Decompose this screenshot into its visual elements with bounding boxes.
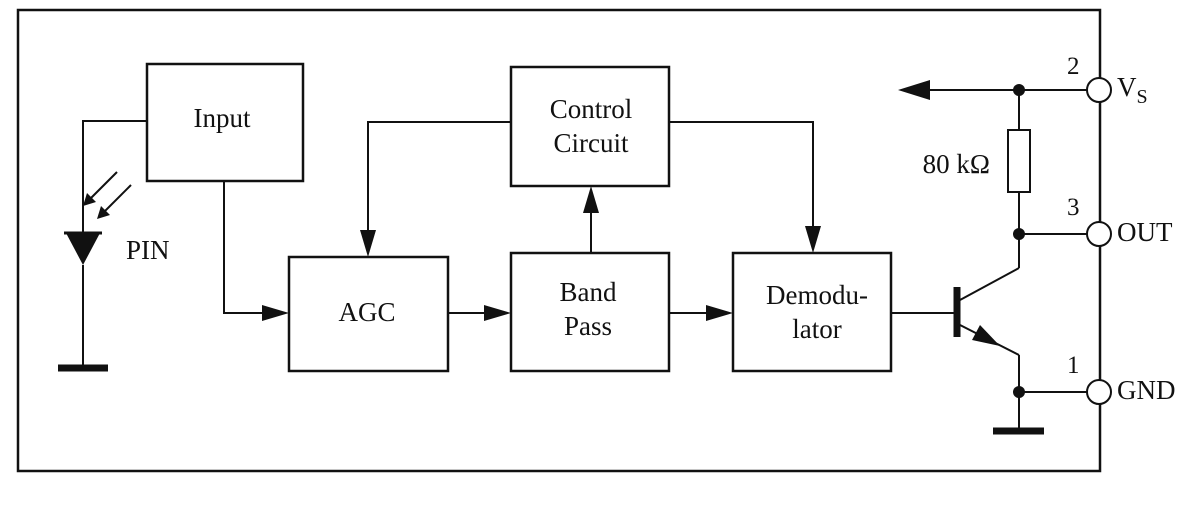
light-ray-2-head: [83, 193, 96, 206]
pin-3-number: 3: [1067, 194, 1080, 221]
control-label-line1: Control: [550, 94, 633, 124]
junction-out: [1013, 228, 1025, 240]
pin-vs-terminal: [1086, 77, 1112, 103]
control-circuit-block: [509, 65, 671, 188]
wire-control-demod: [669, 121, 814, 234]
transistor-collector: [959, 267, 1020, 301]
arrow-bandpass-control: [583, 186, 599, 213]
pin-vs-label: VS: [1117, 72, 1148, 108]
pin-gnd-terminal: [1086, 379, 1112, 405]
pin-out-terminal: [1086, 221, 1112, 247]
control-label-line2: Circuit: [554, 128, 629, 158]
bandpass-label-line2: Pass: [564, 311, 612, 341]
arrow-input-agc: [262, 305, 289, 321]
wire-input-agc: [223, 181, 270, 314]
wire-control-agc: [367, 121, 511, 238]
light-ray-1: [100, 184, 132, 216]
agc-block: [287, 255, 450, 373]
emitter-arrow: [972, 325, 1000, 346]
demodulator-block: [731, 251, 893, 373]
arrow-control-demod: [805, 226, 821, 253]
pin-1-number: 1: [1067, 352, 1080, 379]
light-ray-1-head: [97, 206, 110, 219]
arrow-bandpass-demod: [706, 305, 733, 321]
arrow-agc-bandpass: [484, 305, 511, 321]
resistor-label: 80 kΩ: [923, 149, 990, 179]
demod-label-line2: lator: [792, 314, 841, 344]
junction-gnd: [1013, 386, 1025, 398]
photodiode-icon: [66, 233, 100, 265]
junction-vs: [1013, 84, 1025, 96]
resistor: [1007, 129, 1031, 193]
demod-label-line1: Demodu-: [766, 280, 868, 310]
bandpass-label-line1: Band: [560, 277, 617, 307]
light-ray-2: [86, 171, 118, 203]
bandpass-block: [509, 251, 671, 373]
arrow-control-agc: [360, 230, 376, 257]
pin-2-number: 2: [1067, 53, 1080, 80]
pin-out-label: OUT: [1117, 217, 1173, 247]
wire-diode-input: [82, 120, 147, 233]
input-block: [145, 62, 305, 183]
agc-label: AGC: [338, 297, 395, 327]
input-label: Input: [194, 103, 251, 133]
arrow-vs-out: [898, 80, 930, 100]
pin-gnd-label: GND: [1117, 375, 1176, 405]
pin-diode-label: PIN: [126, 235, 170, 265]
